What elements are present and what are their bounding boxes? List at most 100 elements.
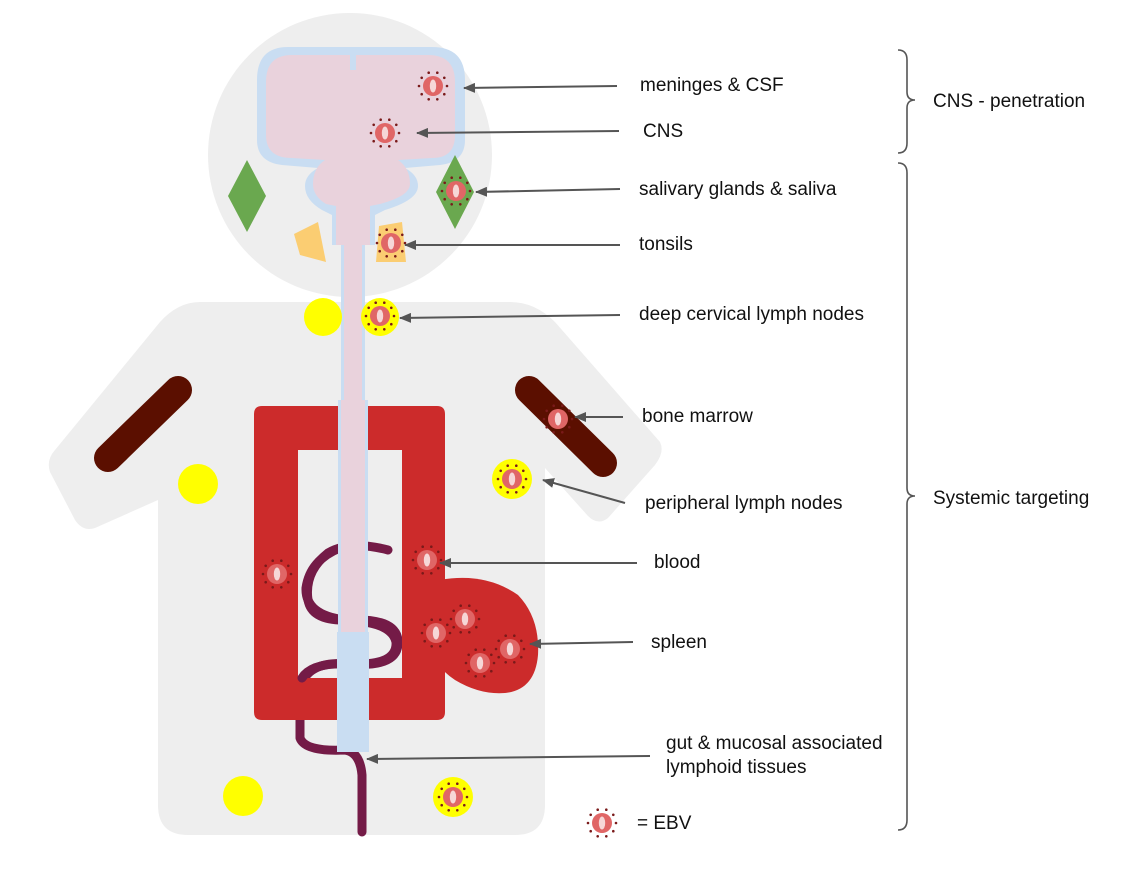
virus-spike bbox=[474, 648, 478, 651]
arrow-gut bbox=[366, 753, 651, 764]
virus-spike bbox=[374, 328, 378, 331]
virus-spike bbox=[475, 625, 478, 629]
virus-spike bbox=[520, 639, 523, 643]
virus-spike bbox=[445, 84, 449, 88]
virus-spike bbox=[395, 139, 398, 143]
virus-core bbox=[506, 642, 514, 656]
virus-spike bbox=[394, 254, 397, 258]
virus-spike bbox=[264, 564, 268, 568]
virus-spike bbox=[483, 675, 486, 678]
virus-core bbox=[461, 612, 469, 626]
label-gut-line2: lymphoid tissues bbox=[666, 757, 807, 778]
virus-spike bbox=[499, 485, 503, 489]
virus-core bbox=[387, 236, 395, 250]
virus-spike bbox=[463, 787, 466, 791]
virus-core bbox=[452, 184, 460, 198]
label-spleen: spleen bbox=[651, 632, 707, 653]
virus-spike bbox=[586, 821, 590, 825]
virus-spike bbox=[388, 118, 391, 121]
virus-spike bbox=[367, 306, 371, 310]
virus-spike bbox=[467, 669, 471, 673]
virus-spike bbox=[452, 625, 456, 629]
virus-spike bbox=[394, 228, 397, 231]
virus-spike bbox=[420, 631, 424, 635]
virus-spike bbox=[271, 559, 275, 562]
virus-spike bbox=[459, 631, 463, 634]
virus-spike bbox=[474, 675, 478, 678]
virus-spike bbox=[264, 580, 268, 584]
virus-core bbox=[508, 472, 516, 486]
arrow-cns bbox=[416, 127, 620, 138]
virus-spike bbox=[456, 809, 459, 812]
virus-core bbox=[598, 816, 606, 830]
virus-core bbox=[432, 626, 440, 640]
virus-spike bbox=[280, 559, 283, 562]
virus-core bbox=[476, 656, 484, 670]
virus-spike bbox=[390, 322, 393, 326]
virus-spike bbox=[614, 821, 618, 825]
virus-core bbox=[423, 553, 431, 567]
ebv-cervical-node-icon bbox=[364, 301, 396, 331]
virus-spike bbox=[364, 314, 368, 318]
blood-vessel-frame bbox=[254, 406, 445, 720]
ebv-meninges-icon bbox=[417, 71, 449, 101]
ebv-cns-icon bbox=[369, 118, 401, 148]
virus-spike bbox=[515, 491, 518, 494]
virus-spike bbox=[430, 545, 433, 548]
label-bone-marrow: bone marrow bbox=[642, 406, 753, 427]
virus-spike bbox=[439, 558, 443, 562]
label-gut-line1: gut & mucosal associated bbox=[666, 733, 883, 754]
bone-marrow-left bbox=[94, 376, 192, 472]
braces bbox=[897, 49, 916, 831]
virus-core bbox=[376, 309, 384, 323]
virus-spike bbox=[436, 98, 439, 101]
ebv-spleen-4-icon bbox=[464, 648, 496, 678]
virus-spike bbox=[446, 623, 449, 627]
virus-spike bbox=[490, 669, 493, 673]
virus-spike bbox=[496, 477, 500, 481]
virus-spike bbox=[403, 241, 407, 245]
group-label-cns-penetration: CNS - penetration bbox=[933, 91, 1086, 112]
virus-spike bbox=[561, 431, 564, 434]
virus-spike bbox=[423, 623, 427, 627]
virus-spike bbox=[466, 181, 469, 185]
virus-spike bbox=[499, 469, 503, 473]
virus-spike bbox=[287, 580, 290, 584]
ebv-bone-marrow-icon bbox=[542, 404, 574, 434]
virus-spike bbox=[271, 586, 275, 589]
virus-spike bbox=[437, 795, 441, 799]
ebv-spleen-3-icon bbox=[494, 634, 526, 664]
arrow-cervical bbox=[399, 312, 621, 323]
virus-spike bbox=[383, 328, 386, 331]
virus-spike bbox=[483, 648, 486, 651]
salivary-gland-left bbox=[228, 160, 266, 232]
virus-spike bbox=[421, 572, 425, 575]
virus-spike bbox=[522, 485, 525, 489]
ebv-blood-left-icon bbox=[261, 559, 293, 589]
virus-spike bbox=[439, 645, 442, 648]
cervical-lymph-node-left bbox=[304, 298, 342, 336]
label-blood: blood bbox=[654, 552, 701, 573]
virus-spike bbox=[494, 647, 498, 651]
virus-spike bbox=[372, 123, 376, 127]
virus-spike bbox=[379, 118, 383, 121]
arrow-meninges bbox=[463, 82, 618, 93]
virus-spike bbox=[468, 604, 471, 607]
virus-spike bbox=[379, 145, 383, 148]
virus-spike bbox=[446, 639, 449, 643]
virus-spike bbox=[520, 655, 523, 659]
virus-spike bbox=[447, 809, 451, 812]
virus-spike bbox=[570, 417, 574, 421]
virus-spike bbox=[437, 550, 440, 554]
virus-spike bbox=[421, 545, 425, 548]
virus-spike bbox=[388, 145, 391, 148]
virus-spike bbox=[280, 586, 283, 589]
group-label-systemic: Systemic targeting bbox=[933, 488, 1090, 509]
virus-spike bbox=[467, 653, 471, 657]
virus-spike bbox=[477, 617, 481, 621]
arrow-spleen bbox=[529, 638, 634, 649]
virus-spike bbox=[392, 314, 396, 318]
virus-spike bbox=[375, 241, 379, 245]
virus-spike bbox=[612, 813, 615, 817]
virus-core bbox=[554, 412, 562, 426]
